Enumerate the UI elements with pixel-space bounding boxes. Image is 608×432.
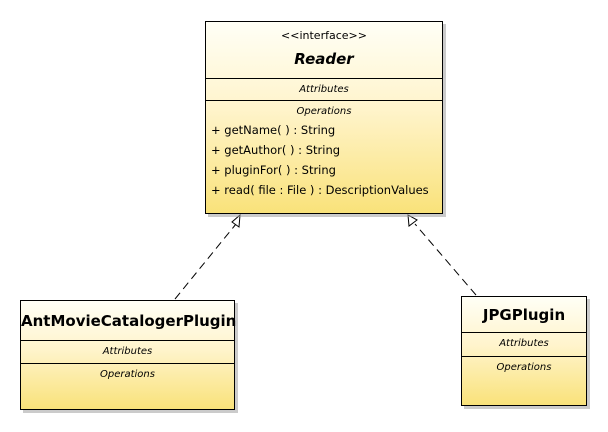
ant-plugin-operations-label: Operations	[100, 369, 155, 380]
operation-item: + getAuthor( ) : String	[211, 143, 341, 157]
ant-plugin-attributes-label: Attributes	[102, 346, 153, 357]
operation-item: + pluginFor( ) : String	[211, 163, 336, 177]
ant-plugin-operations-section: Operations	[21, 363, 234, 409]
realization-ant-to-reader	[174, 213, 241, 300]
ant-plugin-attributes-section: Attributes	[21, 340, 234, 363]
jpg-plugin-box[interactable]: JPGPlugin Attributes Operations	[461, 296, 587, 406]
realization-arrowhead-jpg-icon	[407, 214, 418, 227]
ant-movie-cataloger-plugin-box[interactable]: AntMovieCatalogerPlugin Attributes Opera…	[20, 300, 237, 410]
realization-jpg-to-reader	[407, 214, 477, 296]
jpg-plugin-header: JPGPlugin	[462, 297, 586, 332]
realization-line-ant	[174, 223, 237, 300]
jpg-plugin-attributes-label: Attributes	[499, 338, 549, 349]
jpg-plugin-operations-label: Operations	[496, 362, 552, 373]
operation-item: + read( file : File ) : DescriptionValue…	[211, 183, 429, 197]
jpg-plugin-attributes-section: Attributes	[462, 332, 586, 356]
reader-class-name: Reader	[294, 50, 354, 68]
jpg-plugin-class-name: JPGPlugin	[482, 306, 566, 324]
reader-interface-box[interactable]: <<interface>> Reader Attributes Operatio…	[205, 21, 443, 214]
realization-line-jpg	[414, 223, 477, 296]
reader-operations-list: + getName( ) : String + getAuthor( ) : S…	[211, 120, 437, 200]
reader-stereotype: <<interface>>	[281, 29, 367, 42]
operation-item: + getName( ) : String	[211, 123, 336, 137]
jpg-plugin-operations-section: Operations	[462, 356, 586, 405]
reader-attributes-section: Attributes	[206, 78, 442, 100]
ant-plugin-header: AntMovieCatalogerPlugin	[21, 301, 237, 340]
reader-operations-section: Operations + getName( ) : String + getAu…	[206, 100, 442, 213]
realization-arrowhead-ant-icon	[231, 213, 241, 228]
ant-plugin-class-name: AntMovieCatalogerPlugin	[21, 312, 237, 330]
reader-header: <<interface>> Reader	[206, 22, 442, 78]
reader-operations-label: Operations	[296, 106, 352, 117]
reader-attributes-label: Attributes	[299, 84, 349, 95]
